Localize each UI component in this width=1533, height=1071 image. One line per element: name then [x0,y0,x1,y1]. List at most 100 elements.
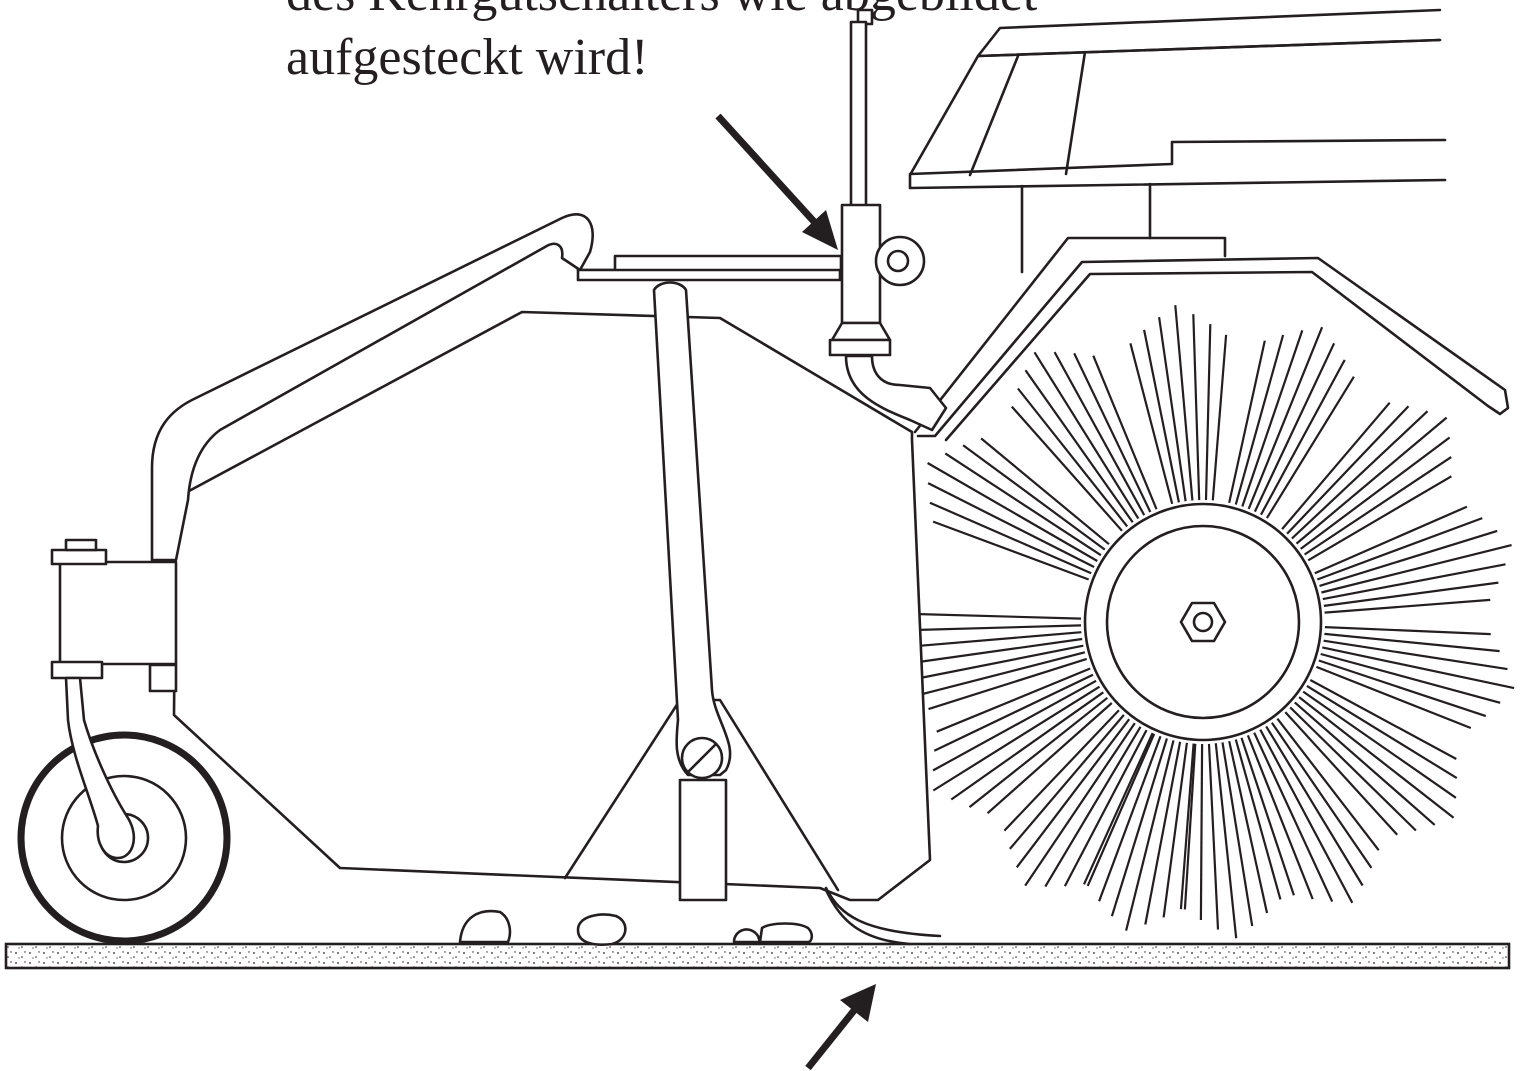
bristle-9-3 [1214,743,1238,939]
bristle-13-3 [914,637,1083,664]
bristle-1-2 [1024,369,1134,523]
bristle-12-6 [936,667,1091,733]
bristle-12-3 [932,685,1101,792]
caster-wheel [17,676,231,945]
bristle-10-0 [1179,743,1195,910]
bristle-7-6 [1284,711,1399,836]
hex-nut [1179,601,1227,643]
pointer-arrow-ground [805,984,876,1071]
instruction-caption: des Kehrgutschalters wie abgebildet aufg… [286,0,1037,90]
bristle-8-6 [1240,737,1295,896]
bristle-7-0 [1309,679,1457,760]
bristle-12-4 [932,679,1097,772]
caption-line-1: des Kehrgutschalters wie abgebildet [286,0,1037,26]
brush-hood [913,236,1510,442]
bristle-13-2 [914,644,1084,681]
bristle-13-5 [914,624,1082,632]
bristle-6-1 [1324,632,1500,653]
bristle-2-4 [1192,314,1201,501]
bristle-0-1 [929,501,1092,575]
bristle-9-2 [1221,742,1254,927]
bristle-6-5 [1318,659,1487,718]
bristle-4-3 [1295,416,1448,545]
bristle-1-4 [1053,351,1146,516]
bristle-11-0 [1082,732,1154,885]
bristle-4-4 [1300,436,1451,550]
bristle-0-0 [932,520,1090,581]
bristle-7-3 [1298,696,1455,819]
bristle-6-6 [1315,665,1472,730]
bristle-8-1 [1270,722,1373,869]
bristle-0-5 [962,444,1106,551]
bristle-4-1 [1286,405,1410,535]
bristle-13-1 [914,651,1086,697]
bristle-8-5 [1246,734,1314,900]
bristle-11-6 [1003,709,1120,832]
bristle-0-6 [980,437,1110,546]
bristle-1-6 [1092,355,1158,510]
bristle-8-3 [1259,729,1354,904]
bristle-1-1 [1017,387,1129,528]
bristle-11-1 [1063,729,1148,887]
bristle-6-3 [1322,646,1515,690]
bristle-9-1 [1228,740,1269,914]
bristle-4-0 [1281,401,1391,530]
bristle-13-0 [928,657,1088,711]
bristle-4-6 [1307,475,1452,562]
bristle-9-6 [1183,743,1197,910]
bristle-3-6 [1265,376,1355,519]
bristle-1-0 [1010,405,1123,532]
brush-inner-hub [1105,524,1301,720]
bristle-10-1 [1162,742,1188,918]
bristle-2-2 [1158,316,1187,502]
bristle-13-6 [915,612,1082,620]
debris-switch [828,8,948,432]
bristle-12-5 [933,673,1094,752]
bristle-5-3 [1321,544,1512,594]
bristle-2-1 [1143,329,1180,503]
bristle-0-3 [927,462,1098,562]
bristle-10-5 [1098,735,1162,902]
bristle-12-0 [986,702,1113,815]
bristle-7-5 [1289,706,1417,832]
link-rod [652,281,732,902]
bristle-5-2 [1319,529,1498,587]
bristle-6-4 [1320,652,1501,704]
bristle-3-5 [1260,359,1346,516]
bristle-8-4 [1253,732,1334,903]
bristle-6-0 [1324,626,1491,636]
bristle-9-0 [1234,739,1282,900]
brush-bristles [914,305,1515,939]
bristle-7-1 [1306,684,1458,780]
bristle-3-3 [1247,326,1324,510]
bristle-11-4 [1015,718,1131,868]
bristle-7-2 [1302,690,1457,799]
bristle-3-1 [1234,334,1285,505]
bristle-7-4 [1294,701,1436,826]
debris-stones [458,909,814,946]
rubber-flap [824,886,942,946]
bristle-12-2 [950,691,1104,801]
bristle-5-6 [1324,598,1491,614]
bristle-5-5 [1323,581,1499,607]
bristle-5-0 [1314,505,1468,575]
bristle-4-5 [1303,456,1452,556]
bristle-3-2 [1241,330,1304,507]
bristle-11-5 [1009,714,1125,850]
sweeping-brush [914,305,1515,939]
tractor-body [908,8,1447,274]
bristle-3-4 [1253,342,1336,513]
bristle-0-2 [927,482,1095,568]
bristle-10-6 [1086,733,1156,887]
pointer-arrow-switch [715,113,838,250]
bristle-2-3 [1174,305,1194,501]
bristle-1-3 [1033,351,1140,520]
mounting-plate [576,254,843,282]
bristle-0-4 [944,452,1102,557]
bristle-9-5 [1199,743,1204,921]
bristle-6-2 [1323,639,1508,671]
bristle-2-6 [1211,334,1228,501]
bristle-2-0 [1129,343,1174,505]
bristle-2-5 [1204,324,1212,501]
